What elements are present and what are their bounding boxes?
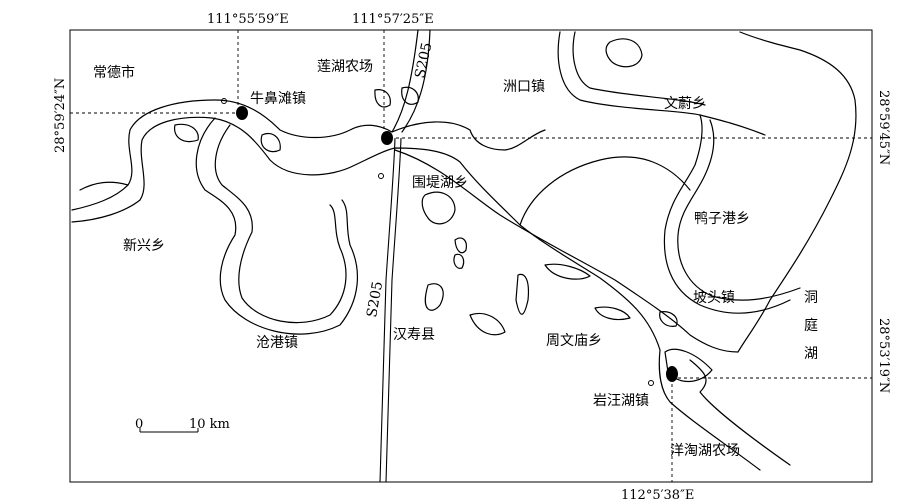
canggang-loop — [195, 117, 359, 335]
island-4 — [453, 253, 465, 269]
main-river-upper-bank — [71, 99, 546, 211]
label-lake-3: 湖 — [804, 346, 818, 362]
river-network — [71, 29, 857, 471]
town-markers — [221, 98, 678, 386]
changde-marker — [221, 98, 227, 104]
label-lianhu: 莲湖农场 — [317, 59, 373, 75]
island-7 — [659, 311, 678, 327]
island-5 — [544, 263, 591, 280]
canggang-loop-inner — [214, 124, 347, 324]
coord-top-left: 111°55′59″E — [207, 12, 289, 27]
coord-right-lower: 28°53′19″N — [876, 318, 891, 393]
island-11 — [374, 89, 391, 108]
label-zhouwenmiao: 周文庙乡 — [546, 333, 602, 349]
niubitan-marker — [236, 106, 248, 120]
island-6 — [594, 306, 631, 321]
label-yangtaohu: 洋淘湖农场 — [670, 443, 740, 459]
main-river-lower-bank — [71, 116, 661, 351]
coordinate-guides — [70, 30, 872, 482]
road-s205 — [379, 137, 402, 483]
island-12 — [401, 86, 419, 105]
wenwei-channel — [663, 114, 791, 314]
island-9 — [515, 273, 530, 315]
label-xinxing: 新兴乡 — [123, 238, 165, 254]
island-13 — [173, 123, 199, 143]
north-channel-2 — [572, 31, 706, 106]
label-yazigang: 鸭子港乡 — [694, 211, 750, 227]
island-8 — [469, 312, 506, 336]
island-3 — [454, 237, 467, 254]
lower-river-east — [689, 359, 791, 466]
label-lake-2: 庭 — [804, 317, 818, 334]
north-river-b — [401, 29, 431, 133]
small-marker-3 — [648, 380, 654, 386]
lower-river-west — [658, 349, 761, 471]
north-channel — [557, 31, 766, 136]
coord-bottom: 112°5′38″E — [621, 488, 694, 503]
small-marker-2 — [378, 173, 384, 179]
scale-zero: 0 — [135, 417, 143, 432]
island-2 — [421, 191, 456, 225]
label-lake-1: 洞 — [804, 290, 818, 306]
lake-shore — [737, 31, 857, 353]
yanwanghu-marker — [666, 366, 678, 382]
label-yanwanghu: 岩汪湖镇 — [593, 393, 649, 409]
island-10 — [424, 283, 444, 311]
label-changde: 常德市 — [93, 64, 135, 81]
label-niubitan: 牛鼻滩镇 — [250, 90, 306, 107]
scale-label: 10 km — [189, 417, 230, 432]
wenwei-channel-2 — [677, 119, 801, 301]
coord-top-right: 111°57′25″E — [352, 12, 434, 27]
map-frame — [69, 29, 873, 483]
road-label-upper: S205 — [412, 41, 435, 80]
island-14 — [260, 132, 281, 153]
coord-left: 28°59′24″N — [53, 78, 68, 153]
weiti-marker — [381, 131, 393, 145]
nw-tributary — [79, 181, 129, 191]
yazigang-loop — [519, 156, 691, 226]
coord-right-upper: 28°59′45″N — [876, 90, 891, 165]
south-branch — [394, 149, 739, 353]
label-hanshou: 汉寿县 — [393, 326, 435, 343]
scale-bar: 0 10 km — [135, 417, 230, 433]
label-potou: 坡头镇 — [693, 290, 735, 306]
label-zhoukou: 洲口镇 — [503, 79, 545, 95]
label-canggang: 沧港镇 — [256, 334, 298, 351]
road-label-lower: S205 — [364, 280, 386, 319]
label-weiti: 围堤湖乡 — [412, 175, 468, 191]
label-wenwei: 文蔚乡 — [664, 96, 706, 112]
island-1 — [605, 38, 643, 68]
north-river-a — [391, 29, 419, 133]
